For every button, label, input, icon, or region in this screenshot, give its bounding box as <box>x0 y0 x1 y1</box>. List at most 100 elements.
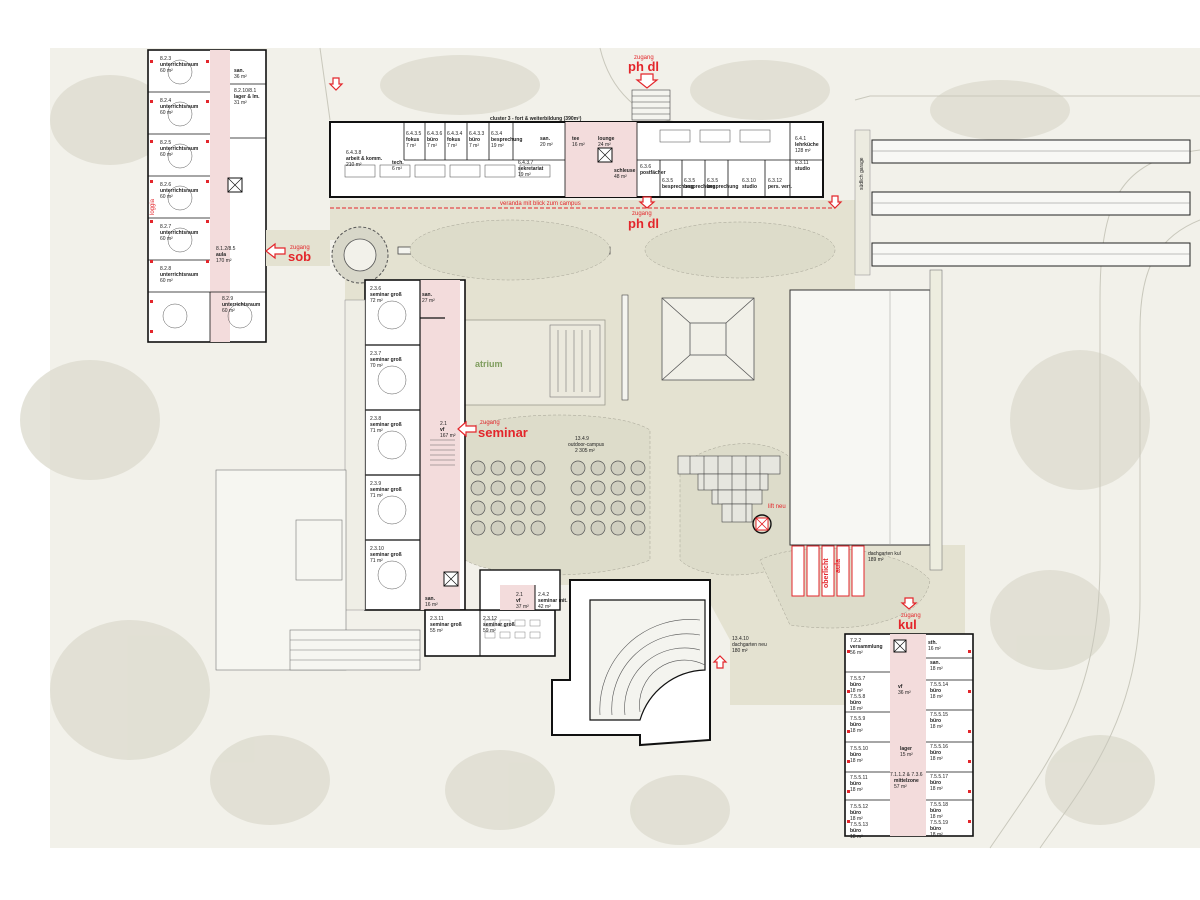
svg-text:60 m²: 60 m² <box>160 194 173 200</box>
svg-text:6.3.12: 6.3.12 <box>768 178 782 184</box>
svg-text:18 m²: 18 m² <box>850 688 863 694</box>
access-arrows <box>328 77 843 669</box>
entrance-ph-dl-top: zugang ph dl <box>628 55 659 89</box>
entrance-seminar: zugang seminar <box>457 420 528 440</box>
svg-text:18 m²: 18 m² <box>930 832 943 838</box>
svg-text:büro: büro <box>850 828 861 834</box>
svg-text:seminar groß: seminar groß <box>430 622 462 628</box>
pavilion-roof <box>661 297 755 381</box>
svg-text:128 m²: 128 m² <box>795 148 811 154</box>
svg-text:8.2.10/8.1: 8.2.10/8.1 <box>234 88 256 94</box>
svg-text:postfächer: postfächer <box>640 170 666 176</box>
svg-text:60 m²: 60 m² <box>222 308 235 314</box>
svg-text:6.3.5: 6.3.5 <box>707 178 718 184</box>
svg-text:7.5.5.18: 7.5.5.18 <box>930 802 948 808</box>
svg-text:18 m²: 18 m² <box>930 756 943 762</box>
svg-text:zugang: zugang <box>634 55 654 61</box>
garage-walkway <box>854 129 871 276</box>
outdoor-campus-code: 13.4.9 <box>575 436 589 442</box>
svg-text:studio: studio <box>742 184 757 190</box>
svg-text:6.4.3.6: 6.4.3.6 <box>427 131 443 137</box>
svg-text:18 m²: 18 m² <box>850 834 863 840</box>
svg-text:7.5.5.17: 7.5.5.17 <box>930 774 948 780</box>
svg-text:60 m²: 60 m² <box>160 68 173 74</box>
seminar-lower-wing <box>424 569 561 657</box>
svg-text:besprechung: besprechung <box>491 137 522 143</box>
svg-text:2.3.11: 2.3.11 <box>430 616 444 622</box>
svg-text:2.1: 2.1 <box>516 592 523 598</box>
svg-text:unterrichtsraum: unterrichtsraum <box>160 272 199 278</box>
svg-text:7.5.5.15: 7.5.5.15 <box>930 712 948 718</box>
svg-text:tech.: tech. <box>392 160 404 166</box>
svg-text:seminar groß: seminar groß <box>483 622 515 628</box>
svg-text:büro: büro <box>930 688 941 694</box>
svg-text:besprechung: besprechung <box>707 184 738 190</box>
svg-text:fokus: fokus <box>447 137 461 143</box>
cluster-title: cluster 3 - fort & weiterbildung (390m²) <box>490 116 582 122</box>
svg-text:15 m²: 15 m² <box>900 752 913 758</box>
svg-text:lounge: lounge <box>598 136 615 142</box>
parking-garage <box>871 139 1191 267</box>
svg-text:7.5.5.7: 7.5.5.7 <box>850 676 866 682</box>
svg-text:unterrichtsraum: unterrichtsraum <box>160 104 199 110</box>
svg-text:unterrichtsraum: unterrichtsraum <box>160 188 199 194</box>
svg-text:6.3.6: 6.3.6 <box>640 164 651 170</box>
svg-text:büro: büro <box>850 682 861 688</box>
svg-text:2.1: 2.1 <box>440 421 447 427</box>
svg-text:6.3.11: 6.3.11 <box>795 160 809 166</box>
svg-text:vf: vf <box>898 684 903 690</box>
svg-text:büro: büro <box>930 826 941 832</box>
auditorium <box>551 579 711 747</box>
svg-text:2.3.7: 2.3.7 <box>370 351 381 357</box>
sob-building <box>147 49 267 343</box>
kul-building <box>844 633 974 837</box>
svg-text:18 m²: 18 m² <box>850 728 863 734</box>
svg-text:vf: vf <box>440 427 445 433</box>
svg-text:seminar mit.: seminar mit. <box>538 598 568 604</box>
svg-text:18 m²: 18 m² <box>930 724 943 730</box>
atrium-label: atrium <box>475 359 503 369</box>
cluster-room-labels: 6.4.3.8 arbeit & komm. 210 m² tech. 6 m²… <box>346 131 819 190</box>
svg-text:6.4.1: 6.4.1 <box>795 136 806 142</box>
elevator-new-label: lift neu <box>768 504 786 510</box>
svg-text:tee: tee <box>572 136 579 142</box>
svg-text:7.5.5.9: 7.5.5.9 <box>850 716 866 722</box>
svg-text:sekretariat: sekretariat <box>518 166 544 172</box>
svg-text:büro: büro <box>930 718 941 724</box>
svg-text:8.2.9: 8.2.9 <box>222 296 233 302</box>
entrance-sob: zugang sob <box>265 242 311 264</box>
svg-text:seminar groß: seminar groß <box>370 487 402 493</box>
svg-text:18 m²: 18 m² <box>930 786 943 792</box>
svg-text:büro: büro <box>427 137 438 143</box>
outdoor-seating-circles <box>470 460 646 536</box>
svg-text:18 m²: 18 m² <box>930 814 943 820</box>
svg-text:8.2.5: 8.2.5 <box>160 140 171 146</box>
sob-room-labels: 8.2.3 unterrichtsraum 60 m² 8.2.4 unterr… <box>160 56 261 314</box>
svg-text:zugang: zugang <box>480 420 500 426</box>
svg-text:2.3.8: 2.3.8 <box>370 416 381 422</box>
svg-text:lehrküche: lehrküche <box>795 142 819 148</box>
svg-text:7 m²: 7 m² <box>406 143 416 149</box>
svg-text:büro: büro <box>930 808 941 814</box>
svg-text:aula: aula <box>216 252 226 258</box>
svg-text:vf: vf <box>516 598 521 604</box>
kul-room-labels: 7.2.2 versammlung 56 m² sth. 16 m² san. … <box>850 638 948 840</box>
svg-text:sth.: sth. <box>928 640 938 646</box>
dachgarten-neu-name: dachgarten neu <box>732 642 767 648</box>
svg-text:büro: büro <box>850 752 861 758</box>
dachgarten-neu-code: 13.4.10 <box>732 636 749 642</box>
svg-text:20 m²: 20 m² <box>540 142 553 148</box>
svg-text:büro: büro <box>469 137 480 143</box>
svg-text:versammlung: versammlung <box>850 644 883 650</box>
svg-text:170 m²: 170 m² <box>216 258 232 264</box>
cluster-stair <box>631 89 671 121</box>
svg-text:18 m²: 18 m² <box>930 666 943 672</box>
svg-text:6.3.5: 6.3.5 <box>684 178 695 184</box>
svg-text:seminar groß: seminar groß <box>370 292 402 298</box>
svg-text:2.3.10: 2.3.10 <box>370 546 384 552</box>
svg-text:72 m²: 72 m² <box>370 298 383 304</box>
svg-text:167 m²: 167 m² <box>440 433 456 439</box>
dachgarten-neu-area: 180 m² <box>732 648 748 654</box>
svg-text:7 m²: 7 m² <box>427 143 437 149</box>
svg-text:fokus: fokus <box>406 137 420 143</box>
